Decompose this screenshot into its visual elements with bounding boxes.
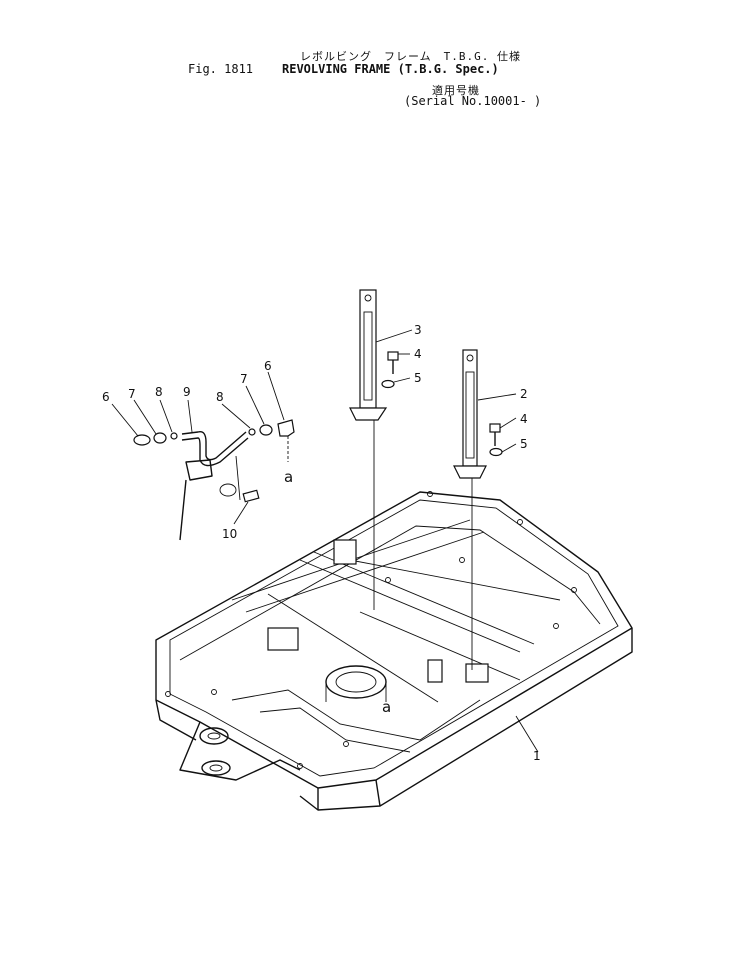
callout-8-left: 8 bbox=[155, 385, 163, 399]
elbow-part-6-right bbox=[277, 419, 295, 437]
pipe-part-9 bbox=[181, 431, 247, 461]
figure-number: Fig. 1811 bbox=[188, 62, 254, 76]
left-piping-assembly bbox=[133, 419, 295, 541]
sleeve-part-8-left bbox=[170, 432, 178, 440]
bracket-part-2 bbox=[453, 349, 487, 670]
elbow-part-6-left bbox=[133, 434, 151, 446]
callout-9: 9 bbox=[183, 385, 191, 399]
serial-label-japanese: 適用号機 bbox=[432, 84, 480, 97]
callout-5-upper: 5 bbox=[414, 371, 422, 385]
leader-lines bbox=[111, 329, 539, 753]
washer-part-5-upper bbox=[381, 379, 395, 389]
sleeve-part-8-right bbox=[248, 428, 256, 436]
callout-3: 3 bbox=[414, 323, 422, 337]
callout-4-lower: 4 bbox=[520, 412, 528, 426]
callout-7-right: 7 bbox=[240, 372, 248, 386]
nut-part-7-right bbox=[259, 424, 273, 436]
callout-6-left: 6 bbox=[102, 390, 110, 404]
reference-a-upper: a bbox=[284, 468, 293, 486]
reference-a-lower: a bbox=[382, 698, 391, 716]
bracket-part-3 bbox=[349, 289, 388, 610]
callout-6-right: 6 bbox=[264, 359, 272, 373]
serial-range: (Serial No.10001- ) bbox=[404, 94, 542, 108]
title-english: REVOLVING FRAME (T.B.G. Spec.) bbox=[282, 62, 499, 76]
callout-5-lower: 5 bbox=[520, 437, 528, 451]
revolving-frame bbox=[155, 491, 633, 811]
washer-part-5-lower bbox=[489, 447, 503, 457]
callout-7-left: 7 bbox=[128, 387, 136, 401]
bolt-part-4-upper bbox=[387, 351, 399, 374]
bolt-part-4-lower bbox=[489, 423, 501, 446]
callout-10: 10 bbox=[222, 527, 237, 541]
callout-1: 1 bbox=[533, 749, 541, 763]
title-japanese: レボルビング フレーム T.B.G. 仕様 bbox=[300, 50, 522, 63]
callout-8-right: 8 bbox=[216, 390, 224, 404]
clip-part-10 bbox=[242, 489, 260, 503]
nut-part-7-left bbox=[153, 432, 167, 444]
callout-2: 2 bbox=[520, 387, 528, 401]
callout-4-upper: 4 bbox=[414, 347, 422, 361]
callout-numbers: 1 2 3 4 4 5 5 6 6 7 7 8 8 9 10 a a bbox=[102, 323, 541, 763]
